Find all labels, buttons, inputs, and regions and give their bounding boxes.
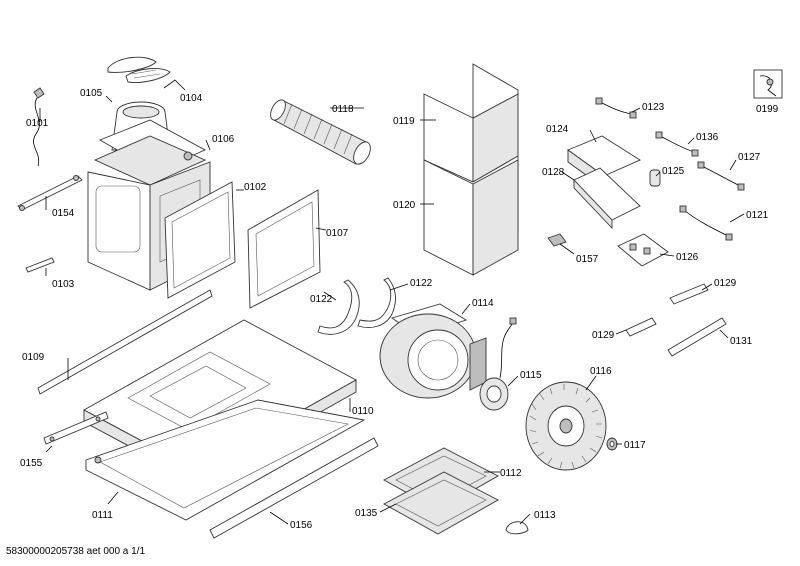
rear-panel-drawing	[247, 189, 321, 309]
wrench-icon	[753, 69, 783, 99]
light-bar-drawing	[667, 317, 727, 357]
label-0112: 0112	[500, 468, 522, 479]
clip-drawing	[505, 521, 529, 535]
circuit-board-drawing	[617, 233, 669, 267]
flexible-duct-drawing	[270, 99, 371, 165]
label-0103: 0103	[52, 279, 75, 290]
light-modules-drawing	[625, 283, 709, 337]
label-0155: 0155	[20, 458, 43, 469]
label-0102: 0102	[244, 182, 267, 193]
label-0124: 0124	[546, 124, 569, 135]
nut-drawing	[606, 437, 618, 451]
label-0111: 0111	[92, 510, 113, 521]
label-0115: 0115	[520, 370, 542, 381]
label-0126: 0126	[676, 252, 699, 263]
side-bracket-drawing	[43, 411, 109, 445]
front-strip-drawing	[37, 289, 213, 395]
lower-frame-drawing	[85, 399, 366, 521]
label-0116: 0116	[590, 366, 612, 377]
label-0120: 0120	[393, 200, 416, 211]
label-0121: 0121	[746, 210, 769, 221]
label-0109: 0109	[22, 352, 45, 363]
label-0127: 0127	[738, 152, 761, 163]
label-0106: 0106	[212, 134, 235, 145]
small-bracket-drawing	[25, 257, 55, 273]
label-0122-right: 0122	[410, 278, 433, 289]
label-0101: 0101	[26, 118, 49, 129]
chimney-cover-drawing	[423, 63, 519, 276]
side-panel-drawing	[164, 181, 236, 299]
power-cord-drawing	[33, 87, 45, 167]
cable-0123-drawing	[595, 97, 637, 119]
label-0129-upper: 0129	[714, 278, 737, 289]
bracket-strip-drawing	[17, 175, 83, 211]
label-0113: 0113	[534, 510, 556, 521]
label-0157: 0157	[576, 254, 599, 265]
label-0129-lower: 0129	[592, 330, 615, 341]
label-0154: 0154	[52, 208, 75, 219]
label-0135: 0135	[355, 508, 378, 519]
capacitor-drawing	[649, 169, 661, 187]
cable-0121-drawing	[679, 205, 733, 241]
label-0119: 0119	[393, 116, 415, 127]
label-0125: 0125	[662, 166, 685, 177]
motor-drawing	[479, 317, 517, 411]
label-0123: 0123	[642, 102, 665, 113]
label-0118: 0118	[332, 104, 354, 115]
part-labels: 0101 0105 0104 0106 0102 0107 0118 0119 …	[20, 88, 779, 531]
blower-housing-drawing	[379, 303, 487, 399]
label-0131: 0131	[730, 336, 753, 347]
label-0156: 0156	[290, 520, 313, 531]
flap-parts-drawing	[107, 56, 171, 83]
cable-0127-drawing	[697, 161, 745, 191]
control-module-drawing	[567, 135, 641, 230]
label-0199: 0199	[756, 104, 779, 115]
label-0117: 0117	[624, 440, 646, 451]
label-0136: 0136	[696, 132, 719, 143]
label-0110: 0110	[352, 406, 374, 417]
impeller-wheel-drawing	[525, 381, 607, 471]
leader-lines	[39, 79, 745, 525]
front-trim-drawing	[209, 437, 379, 539]
label-0122-left: 0122	[310, 294, 333, 305]
label-0107: 0107	[326, 228, 349, 239]
label-0104: 0104	[180, 93, 203, 104]
hanger-brackets-drawing	[317, 277, 396, 335]
label-0128: 0128	[542, 167, 565, 178]
grease-filters-drawing	[383, 447, 499, 535]
document-id: 58300000205738 aet 000 a 1/1	[6, 546, 145, 557]
small-part-0157-drawing	[547, 233, 567, 247]
housing-box-drawing	[87, 101, 211, 291]
label-0105: 0105	[80, 88, 103, 99]
label-0114: 0114	[472, 298, 494, 309]
cable-0136-drawing	[655, 131, 699, 157]
